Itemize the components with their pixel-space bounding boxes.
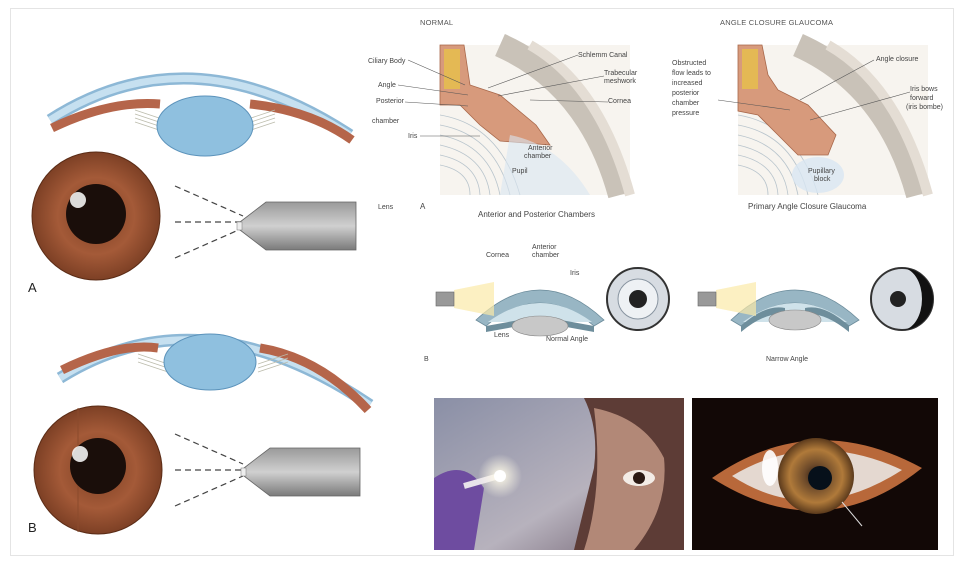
torch-right (696, 280, 766, 320)
normal-leader-lines (360, 40, 660, 220)
panel-letter-a: A (28, 280, 37, 295)
scope-b (240, 442, 370, 502)
glaucoma-leader-lines (660, 50, 960, 190)
scope-a (236, 196, 366, 256)
caption-anterior-posterior: Anterior and Posterior Chambers (478, 210, 595, 219)
label-mid-cornea: Cornea (486, 252, 509, 260)
label-mid-anterior-2: chamber (532, 252, 559, 260)
letter-b-mid: B (424, 356, 429, 364)
title-normal: NORMAL (420, 18, 453, 27)
normal-iris-front (604, 265, 674, 335)
label-normal-angle: Normal Angle (546, 336, 588, 344)
label-mid-anterior-1: Anterior (532, 244, 557, 252)
panel-letter-b: B (28, 520, 37, 535)
title-glaucoma: ANGLE CLOSURE GLAUCOMA (720, 18, 833, 27)
label-mid-lens: Lens (494, 332, 509, 340)
torch-left (434, 280, 504, 320)
caption-primary-angle: Primary Angle Closure Glaucoma (748, 202, 866, 211)
iris-b (30, 400, 170, 540)
iris-a (30, 150, 170, 290)
photo-penlight-exam (434, 398, 684, 550)
narrow-iris-front (868, 265, 938, 335)
photo-eye-closeup (692, 398, 938, 550)
letter-a-top: A (420, 202, 425, 211)
label-narrow-angle: Narrow Angle (766, 356, 808, 364)
label-mid-iris: Iris (570, 270, 579, 278)
